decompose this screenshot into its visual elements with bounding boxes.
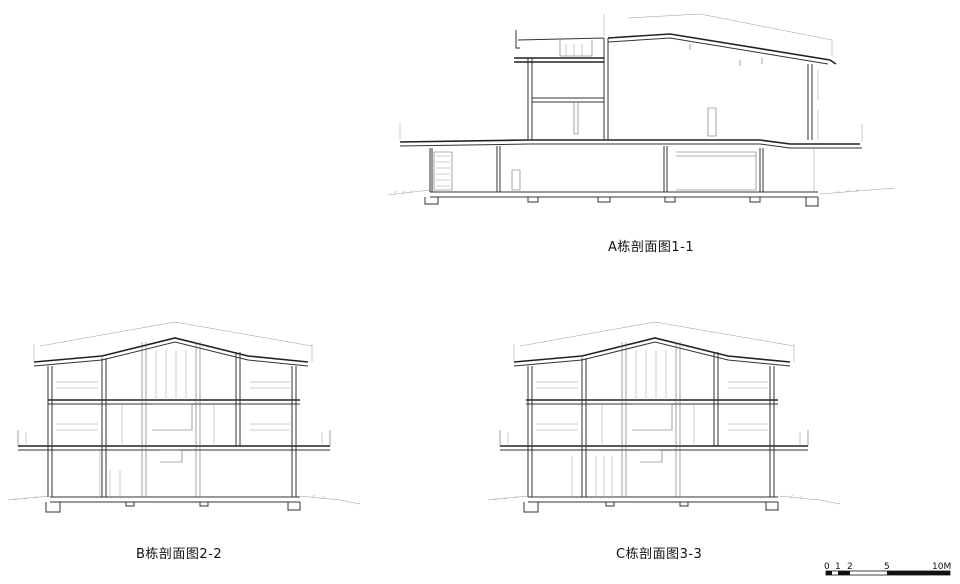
section-c-drawing bbox=[487, 321, 841, 513]
section-b-drawing bbox=[7, 321, 361, 513]
section-a-caption: A栋剖面图1-1 bbox=[608, 240, 695, 255]
scale-bar-label-0: 0 bbox=[824, 562, 830, 572]
scale-bar-label-1: 1 bbox=[835, 562, 841, 572]
scale-bar-label-2: 2 bbox=[847, 562, 853, 572]
scale-bar: 0 1 2 5 10M bbox=[824, 562, 951, 576]
section-b-caption: B栋剖面图2-2 bbox=[136, 547, 223, 562]
section-a-drawing bbox=[387, 13, 896, 207]
scale-bar-label-5: 5 bbox=[884, 562, 890, 572]
section-c-caption: C栋剖面图3-3 bbox=[616, 547, 703, 562]
scale-bar-label-10m: 10M bbox=[932, 562, 951, 572]
